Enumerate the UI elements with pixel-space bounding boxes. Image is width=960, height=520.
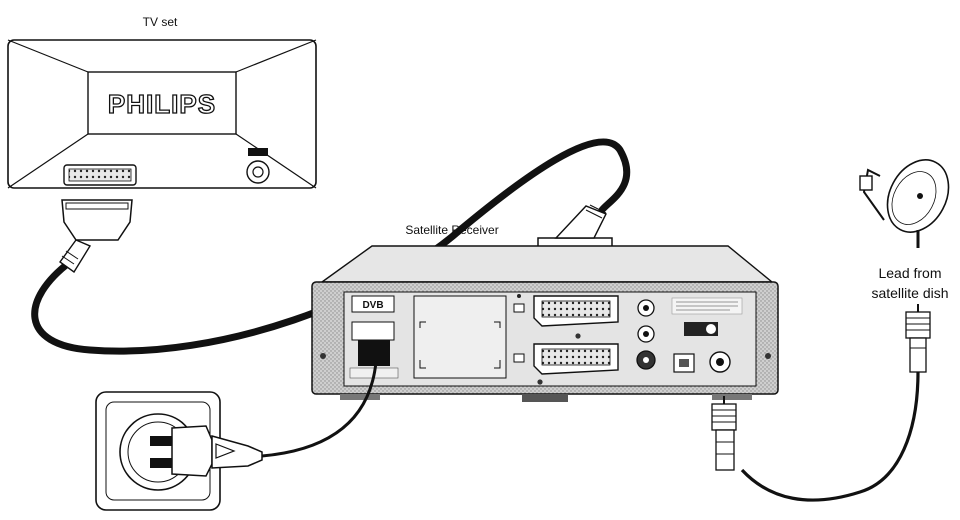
- dish-caption-line1: Lead from: [878, 265, 941, 281]
- tv-antenna-socket: [246, 148, 270, 184]
- power-inlet: [358, 340, 390, 366]
- receiver-top: [319, 245, 774, 283]
- receiver-label: Satellite Receiver: [405, 223, 498, 237]
- dish-caption-line2: satellite dish: [871, 285, 948, 301]
- scart-plug-tv: [59, 199, 133, 274]
- receiver-scart-tv: [533, 295, 619, 327]
- f-connector-dish: [905, 304, 931, 373]
- f-connector-receiver: [711, 396, 737, 471]
- tv-brand-logo: PHILIPS: [108, 89, 216, 119]
- tv-set: TV set PHILIPS: [7, 15, 317, 189]
- receiver-badge: DVB: [362, 300, 383, 311]
- satellite-dish: [859, 159, 950, 248]
- tv-scart-socket: [63, 164, 137, 186]
- power-cable: [261, 361, 378, 458]
- satellite-receiver: Satellite Receiver DVB: [311, 223, 779, 402]
- tv-brand-plate: [87, 71, 237, 135]
- power-plug: [150, 425, 263, 477]
- tv-set-label: TV set: [143, 15, 178, 29]
- receiver-scart-vcr: [533, 343, 619, 375]
- coax-cable: [740, 371, 920, 502]
